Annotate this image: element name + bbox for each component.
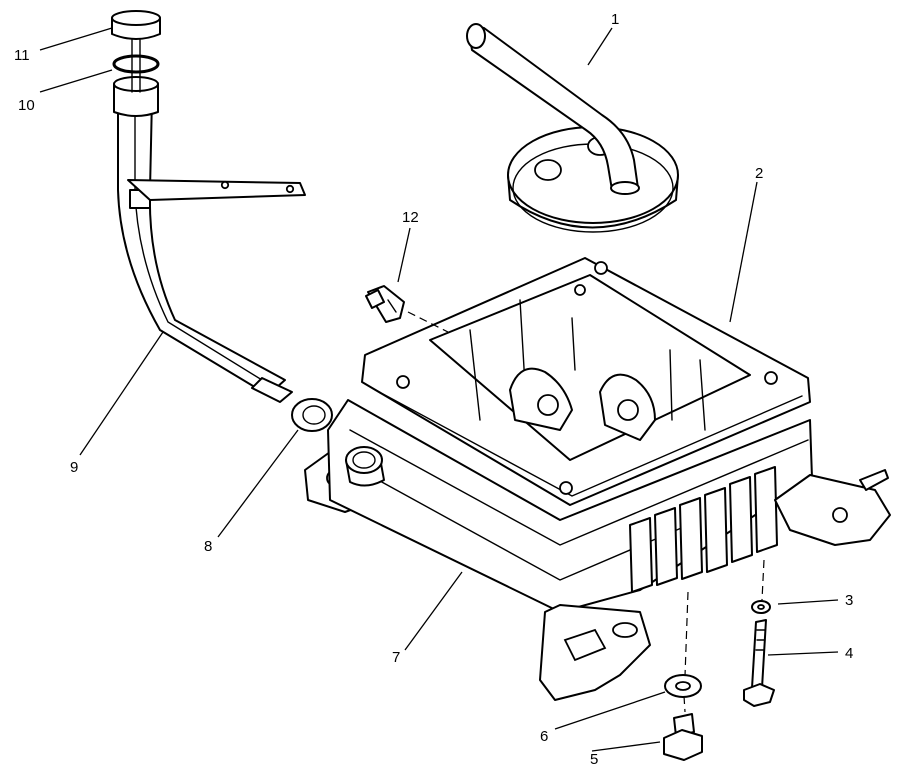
- callout-11: 11: [14, 47, 30, 64]
- callout-1: 1: [611, 11, 619, 28]
- housing-inner-cavity: [469, 299, 706, 441]
- assembly-centerlines: [407, 311, 765, 713]
- fill-boss-part-8: [345, 446, 385, 487]
- rubber-grommet: [291, 398, 333, 432]
- dipstick-tube-part-9: [117, 97, 293, 403]
- callout-7: 7: [392, 649, 400, 666]
- lock-washer-part-3: [751, 600, 771, 614]
- o-ring: [112, 54, 160, 74]
- callout-5: 5: [590, 751, 598, 768]
- callout-10: 10: [18, 97, 35, 114]
- callout-labels: 1 2 3 4 5 6 7 8 9 10 11 12: [14, 11, 853, 768]
- callout-6: 6: [540, 728, 548, 745]
- callout-2: 2: [755, 165, 763, 182]
- callout-4: 4: [845, 645, 853, 662]
- tube-top-seal-part-10: [113, 76, 159, 117]
- leader-lines: [39, 27, 839, 752]
- callout-3: 3: [845, 592, 853, 609]
- drain-plug-part-5: [663, 713, 703, 761]
- dipstick-cap-part-11: [111, 10, 161, 93]
- callout-9: 9: [70, 459, 78, 476]
- bolt-part-4: [743, 619, 775, 707]
- tube-mounting-bracket: [127, 179, 306, 201]
- breather-cover-part-1: [507, 126, 679, 233]
- washer-part-6: [664, 674, 702, 698]
- callout-8: 8: [204, 538, 212, 555]
- breather-tube: [466, 23, 640, 195]
- threaded-plug-part-12: [365, 285, 405, 323]
- callout-12: 12: [402, 209, 419, 226]
